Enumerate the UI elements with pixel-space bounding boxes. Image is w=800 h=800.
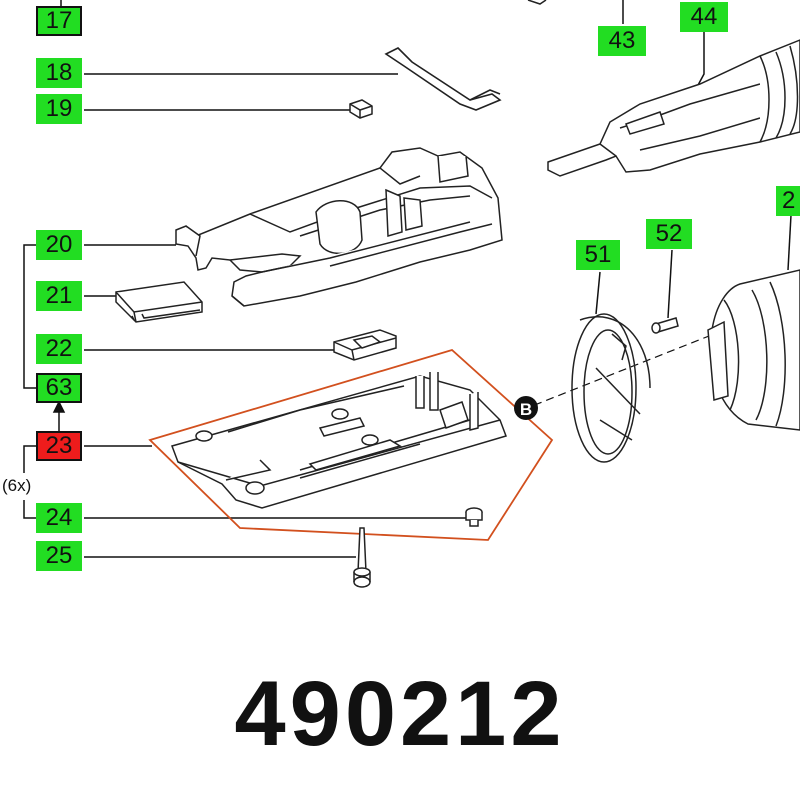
callout-23[interactable]: 23	[36, 431, 82, 461]
part-23-group-outline	[148, 348, 554, 541]
callout-63[interactable]: 63	[36, 373, 82, 403]
marker-b-letter: B	[520, 400, 532, 419]
part-44-handle	[547, 39, 800, 177]
part-2-motor	[707, 269, 800, 431]
part-25-screw	[353, 527, 371, 588]
callout-22[interactable]: 22	[36, 334, 82, 364]
quantity-note: (6x)	[2, 476, 32, 495]
callout-51[interactable]: 51	[576, 240, 620, 270]
part-20-housing	[175, 147, 503, 307]
part-number: 490212	[234, 663, 566, 765]
part-21-pad	[115, 281, 203, 323]
marker-b-circle	[514, 396, 538, 420]
callout-19[interactable]: 19	[36, 94, 82, 124]
part-23-base-plate	[171, 372, 507, 509]
part-24-screw	[465, 507, 483, 527]
part-19-nut	[349, 99, 373, 119]
part-43-pin	[527, 0, 547, 5]
part-22-clamp	[333, 329, 397, 361]
callout-18[interactable]: 18	[36, 58, 82, 88]
part-18-rod	[384, 47, 502, 111]
callout-44[interactable]: 44	[680, 2, 728, 32]
callout-24[interactable]: 24	[36, 503, 82, 533]
part-51-ring	[571, 313, 651, 463]
callout-2[interactable]: 2	[776, 186, 800, 216]
part-52-pin	[651, 317, 679, 334]
callout-52[interactable]: 52	[646, 219, 692, 249]
callout-17[interactable]: 17	[36, 6, 82, 36]
leader-lines	[23, 0, 792, 558]
callout-20[interactable]: 20	[36, 230, 82, 260]
callout-43[interactable]: 43	[598, 26, 646, 56]
callout-21[interactable]: 21	[36, 281, 82, 311]
callout-25[interactable]: 25	[36, 541, 82, 571]
